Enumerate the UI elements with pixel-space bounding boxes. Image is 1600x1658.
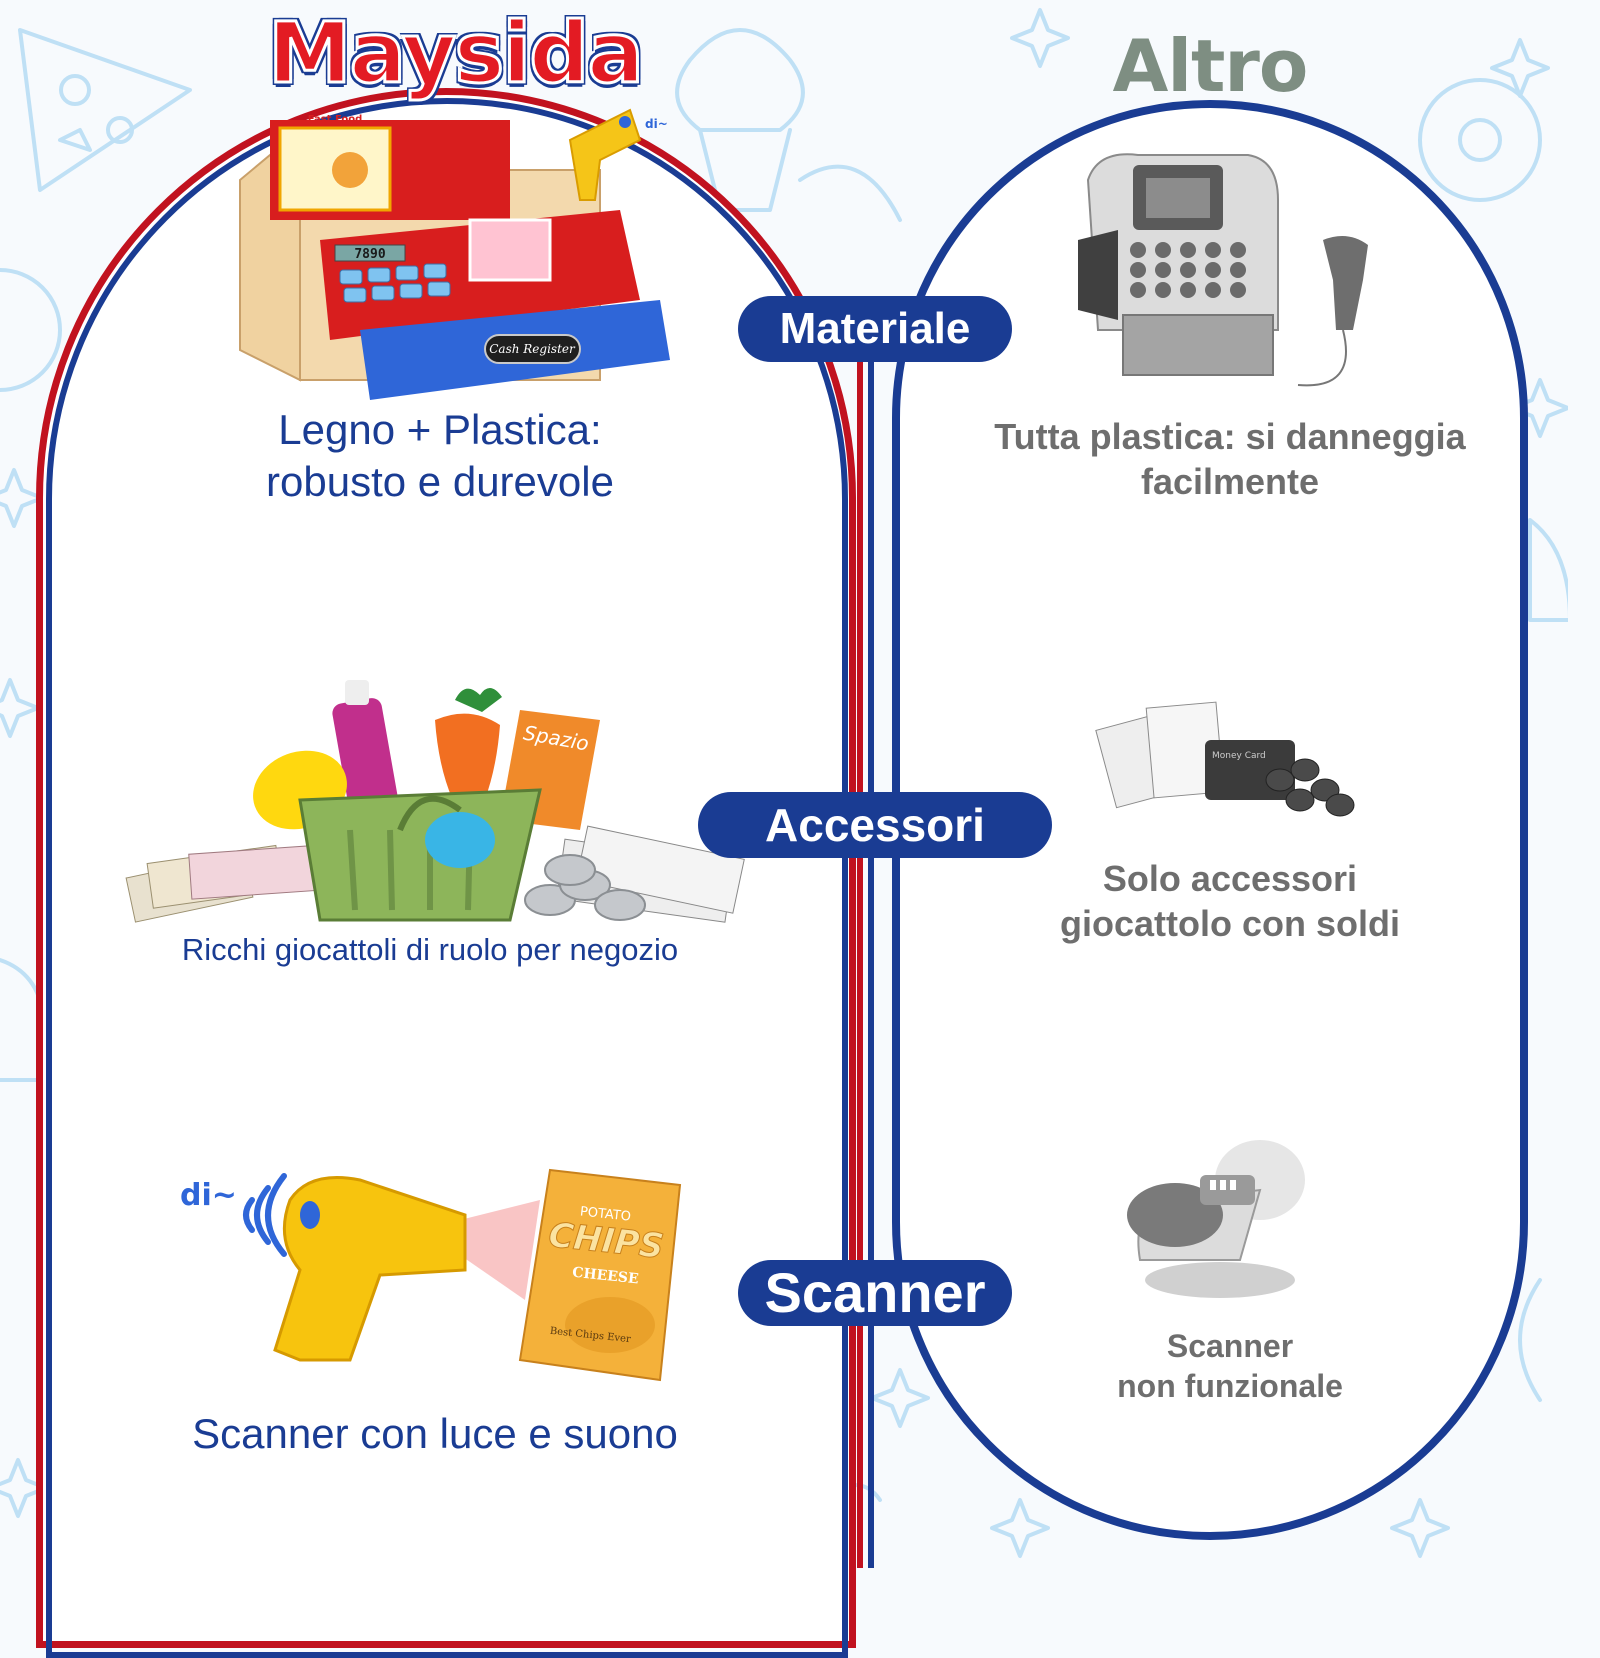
register-drawer-text: Cash Register — [489, 342, 576, 356]
other-scanner-caption: Scanner non funzionale — [1080, 1326, 1380, 1406]
cupcake-doodle-icon — [675, 28, 805, 212]
purple-bottle — [332, 680, 398, 812]
plastic-cash-register-image — [1078, 153, 1368, 387]
feature-label-materiale: Materiale — [738, 296, 1012, 362]
register-sound-text: di~ — [645, 117, 668, 131]
coins — [524, 854, 646, 921]
green-basket — [298, 788, 542, 922]
other-material-line-1: Tutta plastica: si danneggia — [994, 416, 1466, 457]
other-accessories-line-2: giocattolo con soldi — [1060, 903, 1400, 944]
column-divider-blue — [868, 340, 874, 1568]
brand-scanner-line-1: Scanner con luce e suono — [192, 1410, 678, 1457]
brand-material-line-1: Legno + Plastica: — [278, 406, 602, 453]
column-divider-red — [857, 360, 863, 1568]
other-material-line-2: facilmente — [1140, 461, 1320, 502]
pizza-doodle-icon — [18, 28, 192, 192]
toy-money-accessories-image: Money Card — [1095, 701, 1355, 817]
money-card-text: Money Card — [1212, 751, 1266, 761]
brand-material-line-2: robusto e durevole — [266, 458, 614, 505]
brand-accessories-line-1: Ricchi giocattoli di ruolo per negozio — [181, 932, 679, 967]
chips-flavor-text: CHEESE — [572, 1265, 640, 1288]
chips-top-text: POTATO — [579, 1204, 631, 1224]
sound-wave-icon — [243, 1173, 287, 1257]
brand-material-caption: Legno + Plastica: robusto e durevole — [210, 404, 670, 508]
register-sign-text: Fast Food — [308, 114, 363, 125]
other-accessories-line-1: Solo accessori — [1102, 858, 1358, 899]
paper-money-left — [125, 844, 323, 923]
other-material-caption: Tutta plastica: si danneggia facilmente — [960, 414, 1500, 504]
scanner-sound-text: di~ — [180, 1178, 237, 1213]
register-display-text: 7890 — [354, 247, 385, 262]
other-accessories-caption: Solo accessori giocattolo con soldi — [1020, 856, 1440, 946]
gray-scanner-image — [1127, 1140, 1305, 1298]
other-title: Altro — [1112, 24, 1309, 108]
shopping-basket-toys-image: Spazio — [125, 680, 745, 923]
feature-label-scanner: Scanner — [738, 1260, 1012, 1326]
brand-scanner-caption: Scanner con luce e suono — [150, 1408, 720, 1460]
brand-accessories-caption: Ricchi giocattoli di ruolo per negozio — [130, 930, 730, 970]
wooden-cash-register-image: Fast Food 7890 Cash Register di~ — [239, 108, 670, 400]
other-scanner-line-2: non funzionale — [1117, 1368, 1343, 1404]
feature-label-accessori: Accessori — [698, 792, 1052, 858]
yellow-scanner-chips-image: di~ POTATO CHIPS CHEESE Best Chips Ever — [180, 1168, 682, 1382]
brand-title: Maysida — [266, 4, 645, 102]
blue-fish-toy — [425, 812, 495, 868]
other-scanner-line-1: Scanner — [1166, 1328, 1294, 1364]
